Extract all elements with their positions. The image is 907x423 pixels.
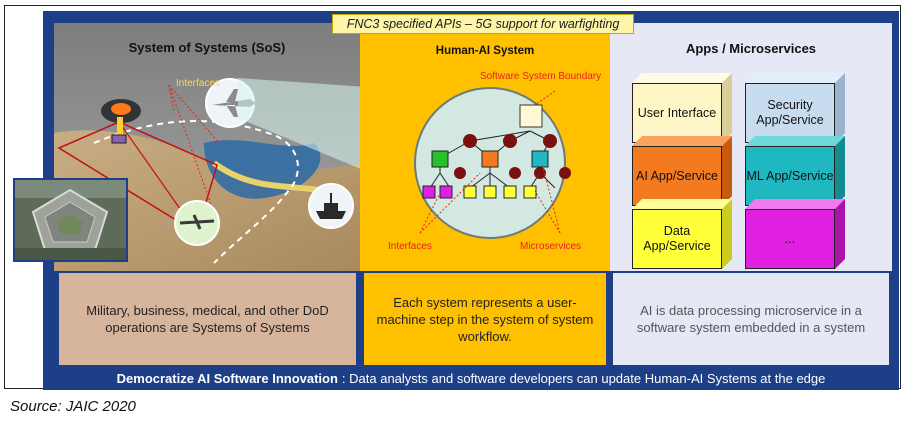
teal-node [531, 150, 549, 168]
source-caption: Source: JAIC 2020 [10, 398, 136, 415]
software-system-diagram [414, 87, 571, 239]
footer-statement: Democratize AI Software Innovation: Data… [43, 368, 899, 388]
apps-column: Apps / Microservices User Interface Secu… [610, 23, 892, 271]
root-node [519, 104, 543, 128]
cube-label: User Interface [632, 83, 722, 143]
footer-rest: : Data analysts and software developers … [341, 370, 826, 386]
sos-description: Military, business, medical, and other D… [59, 273, 356, 365]
footer-bold: Democratize AI Software Innovation [116, 370, 338, 386]
cube-side [835, 73, 845, 143]
cube-label: AI App/Service [632, 146, 722, 206]
cube-label: ... [745, 209, 835, 269]
cube-top [632, 136, 732, 146]
figure-frame: System of Systems (SoS) Interfaces Human… [4, 5, 901, 390]
boundary-label: Software System Boundary [480, 71, 602, 82]
green-node [431, 150, 449, 168]
cube-top [632, 73, 732, 83]
hai-description: Each system represents a user-machine st… [364, 273, 606, 365]
cube-side [835, 199, 845, 269]
top-banner: FNC3 specified APIs – 5G support for war… [332, 14, 634, 34]
cube-label: Data App/Service [632, 209, 722, 269]
human-ai-column: Human-AI System Software System Boundary [360, 23, 610, 271]
cube-side [722, 73, 732, 143]
sos-title: System of Systems (SoS) [128, 40, 286, 55]
hai-title: Human-AI System [435, 45, 535, 57]
cube-label: ML App/Service [745, 146, 835, 206]
explosion-icon [101, 99, 141, 144]
cube-side [835, 136, 845, 206]
sos-interfaces-label: Interfaces [176, 78, 220, 89]
hai-microservices-label: Microservices [520, 241, 582, 252]
pentagon-image [15, 180, 126, 260]
cube-top [632, 199, 732, 209]
cube-top [745, 199, 845, 209]
main-panel: System of Systems (SoS) Interfaces Human… [43, 11, 899, 390]
drone-icon [174, 200, 220, 246]
hai-interfaces-label: Interfaces [388, 241, 432, 252]
orange-node [481, 150, 499, 168]
cube-label: Security App/Service [745, 83, 835, 143]
apps-title: Apps / Microservices [685, 41, 817, 56]
apps-description: AI is data processing microservice in a … [613, 273, 889, 365]
cube-side [722, 136, 732, 206]
cube-side [722, 199, 732, 269]
cube-top [745, 73, 845, 83]
pentagon-photo [13, 178, 128, 262]
cube-top [745, 136, 845, 146]
